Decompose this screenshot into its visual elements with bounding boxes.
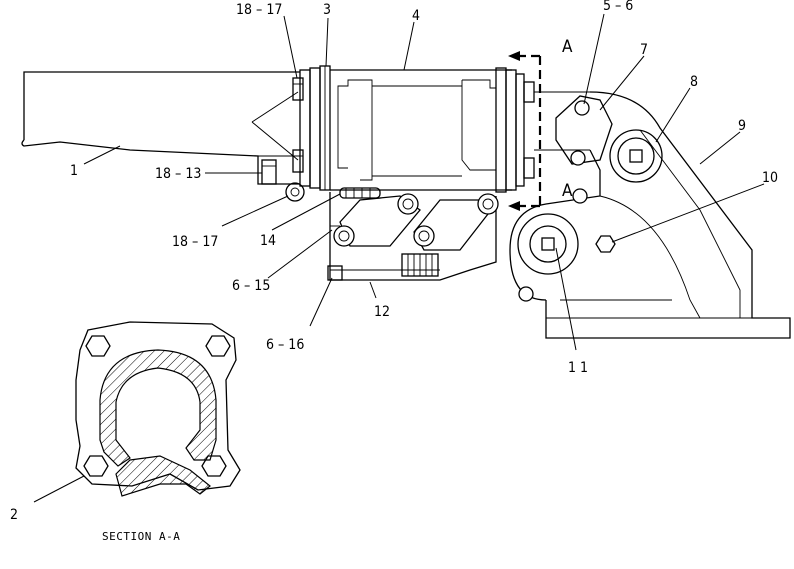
callout-2: 2 — [10, 507, 18, 523]
flange-gasket — [261, 65, 331, 202]
callout-4: 4 — [412, 8, 420, 24]
section-mark-top: A — [562, 37, 573, 57]
pipe-body — [330, 67, 590, 193]
leader-lines — [33, 13, 765, 503]
callout-5-6: 5 – 6 — [603, 0, 633, 14]
callout-6-16: 6 – 16 — [266, 337, 304, 353]
callout-1: 1 — [70, 163, 78, 179]
section-a-a-view — [75, 321, 241, 497]
manifold-housing — [509, 91, 791, 339]
callout-3: 3 — [323, 2, 331, 18]
section-mark-bottom: A — [562, 181, 573, 201]
callout-12: 12 — [374, 304, 390, 320]
bracket-assembly — [327, 187, 499, 281]
callout-18-17-left: 18 – 17 — [172, 234, 218, 250]
callout-9: 9 — [738, 118, 746, 134]
callout-6-15: 6 – 15 — [232, 278, 270, 294]
callout-8: 8 — [690, 74, 698, 90]
callout-labels: 1 2 3 4 5 – 6 7 8 9 10 1 1 12 18 – 13 14… — [10, 0, 778, 543]
callout-7: 7 — [640, 42, 648, 58]
callout-18-13: 18 – 13 — [155, 166, 201, 182]
callout-10: 10 — [762, 170, 778, 186]
section-caption: SECTION A-A — [102, 530, 180, 543]
callout-11: 1 1 — [568, 360, 588, 376]
callout-18-17-top: 18 – 17 — [236, 2, 282, 18]
callout-14: 14 — [260, 233, 276, 249]
